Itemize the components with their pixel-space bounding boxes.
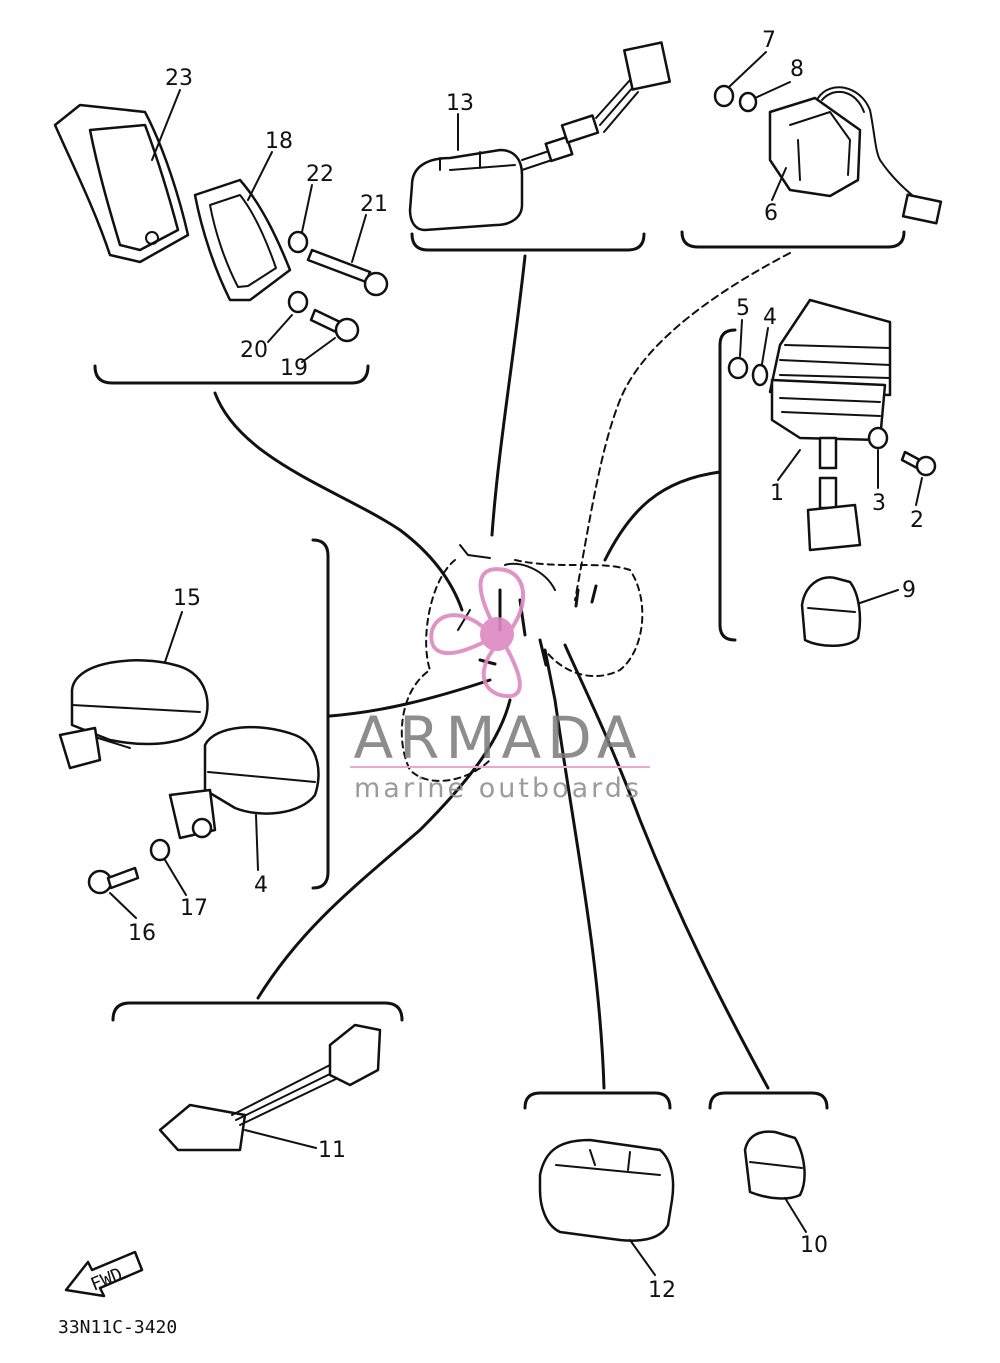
part-label-7: 7	[762, 28, 776, 53]
part-label-18: 18	[265, 129, 293, 154]
relay-13	[408, 41, 671, 232]
part-label-13: 13	[446, 91, 474, 116]
flasher-lamp-body	[53, 103, 190, 264]
washer-20	[287, 290, 309, 314]
part-label-3: 3	[872, 491, 886, 516]
leader-bottom-left	[256, 698, 512, 1000]
part-label-15: 15	[173, 586, 201, 611]
part-label-4: 4	[763, 305, 777, 330]
forward-arrow-icon: FWD	[64, 1250, 144, 1298]
bolt-21	[306, 248, 389, 297]
part-label-16: 16	[128, 921, 156, 946]
part-label-9: 9	[902, 578, 916, 603]
part-label-23: 23	[165, 66, 193, 91]
relay-6	[768, 86, 943, 225]
armada-logo-icon	[429, 567, 526, 699]
rectifier-regulator	[768, 298, 892, 552]
lamp-lens	[193, 178, 292, 302]
drawing-code: 33N11C-3420	[58, 1317, 177, 1338]
part-label-20: 20	[240, 338, 268, 363]
bolt-2	[900, 450, 937, 477]
washer-17	[149, 838, 171, 862]
washer-8	[738, 91, 758, 113]
bracket-left	[311, 538, 330, 890]
leader-right	[603, 470, 722, 562]
bracket-top-left	[93, 364, 370, 385]
bracket-right	[718, 328, 737, 642]
part-label-6: 6	[764, 201, 778, 226]
leader-bottom-right	[563, 643, 770, 1090]
unit-12	[538, 1138, 675, 1242]
part-label-1: 1	[770, 481, 784, 506]
part-label-8: 8	[790, 57, 804, 82]
part-label-11: 11	[318, 1138, 346, 1163]
cover-9	[800, 576, 862, 647]
part-label-22: 22	[306, 162, 334, 187]
nut-7	[713, 84, 735, 108]
bracket-top-right	[680, 230, 906, 249]
horn-15	[58, 659, 209, 770]
bracket-top-center	[410, 232, 646, 252]
part-label-12: 12	[648, 1278, 676, 1303]
part-label-10: 10	[800, 1233, 828, 1258]
part-label-4b: 4	[254, 873, 268, 898]
harness-11	[158, 1023, 382, 1152]
leader-top-center	[490, 254, 527, 537]
part-label-17: 17	[180, 896, 208, 921]
washer-22	[287, 230, 309, 254]
washer-3	[867, 426, 889, 450]
horn-4	[168, 725, 320, 840]
part-label-21: 21	[360, 192, 388, 217]
bracket-bottom-right	[708, 1091, 829, 1110]
leader-top-right	[574, 252, 791, 601]
part-label-5: 5	[736, 296, 750, 321]
bolt-19	[309, 308, 360, 343]
bracket-bottom-left	[111, 1001, 404, 1022]
nut-5	[727, 356, 749, 380]
relay-10	[743, 1130, 806, 1200]
part-label-2: 2	[910, 508, 924, 533]
leader-top-left	[213, 391, 464, 612]
leader-bottom-center	[543, 648, 606, 1090]
watermark-tagline: marine outboards	[354, 773, 642, 804]
watermark-brand: ARMADA	[353, 704, 642, 772]
washer-4	[751, 363, 769, 387]
bracket-bottom-center	[523, 1091, 672, 1110]
bolt-16	[87, 866, 140, 895]
